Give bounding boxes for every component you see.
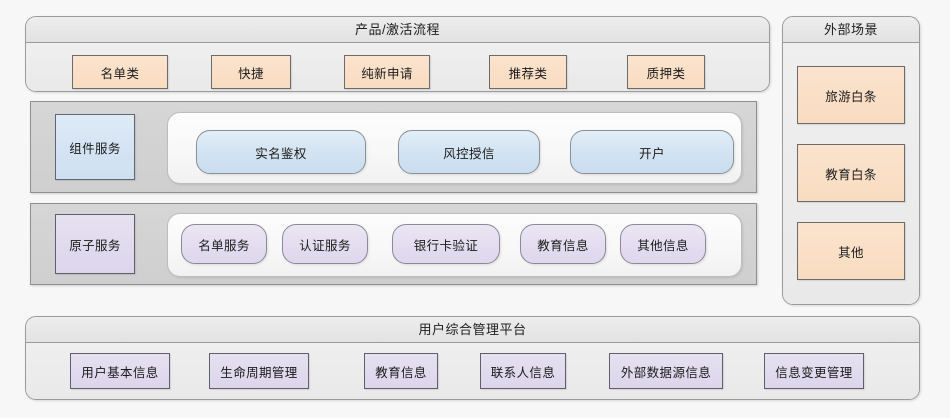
user-platform-item-label: 用户基本信息: [81, 365, 159, 380]
atomic-service-item-label: 教育信息: [537, 238, 589, 253]
user-platform-item-label: 信息变更管理: [775, 365, 853, 380]
user-platform-item-yonghujibenxinxi[interactable]: 用户基本信息: [70, 353, 170, 389]
external-scene-item-lvyoubaitiao[interactable]: 旅游白条: [797, 66, 905, 124]
user-platform-item-label: 教育信息: [375, 365, 427, 380]
product-item-zhiyalei[interactable]: 质押类: [627, 55, 705, 89]
product-activation-panel-title: 产品/激活流程: [26, 17, 769, 43]
user-platform-item-shengmingzhouqiguanli[interactable]: 生命周期管理: [209, 353, 309, 389]
user-platform-item-label: 联系人信息: [490, 365, 556, 380]
component-service-label: 组件服务: [69, 141, 121, 156]
product-item-label: 质押类: [646, 66, 686, 81]
user-platform-item-label: 生命周期管理: [220, 365, 298, 380]
external-scene-item-jiaoyubaitiao[interactable]: 教育白条: [797, 144, 905, 202]
user-platform-item-waibushujuyuanxinxi[interactable]: 外部数据源信息: [609, 353, 723, 389]
external-scene-item-label: 其他: [838, 245, 864, 260]
product-item-kuaijie[interactable]: 快捷: [211, 55, 291, 89]
component-service-item-kaihu[interactable]: 开户: [570, 130, 734, 174]
atomic-service-item-label: 名单服务: [198, 238, 250, 253]
component-service-item-fengkongshouxin[interactable]: 风控授信: [398, 130, 540, 174]
user-platform-item-label: 外部数据源信息: [620, 365, 712, 380]
component-service-label-box: 组件服务: [55, 114, 135, 180]
atomic-service-item-renzhengfuwu[interactable]: 认证服务: [282, 224, 368, 264]
user-platform-item-lianxirenxinxi[interactable]: 联系人信息: [480, 353, 566, 389]
product-item-label: 名单类: [100, 66, 140, 81]
product-item-label: 推荐类: [508, 66, 548, 81]
component-service-item-label: 开户: [639, 146, 665, 161]
atomic-service-item-jiaoyuxinxi[interactable]: 教育信息: [520, 224, 606, 264]
atomic-service-label: 原子服务: [69, 238, 121, 253]
atomic-service-item-mingdanfuwu[interactable]: 名单服务: [181, 224, 267, 264]
component-service-item-label: 风控授信: [443, 146, 495, 161]
external-scene-item-qita[interactable]: 其他: [797, 222, 905, 280]
atomic-service-item-label: 其他信息: [637, 238, 689, 253]
product-item-chunxinshenqing[interactable]: 纯新申请: [344, 55, 430, 89]
user-platform-item-jiaoyuxinxi[interactable]: 教育信息: [364, 353, 438, 389]
external-scene-item-label: 教育白条: [825, 167, 877, 182]
user-platform-panel-title: 用户综合管理平台: [26, 317, 919, 343]
product-item-mingdanlei[interactable]: 名单类: [72, 55, 168, 89]
atomic-service-item-label: 银行卡验证: [413, 238, 479, 253]
product-item-label: 快捷: [238, 66, 264, 81]
user-platform-item-xinxibiangengguanli[interactable]: 信息变更管理: [764, 353, 864, 389]
component-service-item-shimingjianquan[interactable]: 实名鉴权: [196, 130, 366, 174]
external-scene-panel-title: 外部场景: [783, 17, 919, 43]
atomic-service-item-yinhangkayanzheng[interactable]: 银行卡验证: [392, 224, 500, 264]
atomic-service-item-qitaxinxi[interactable]: 其他信息: [620, 224, 706, 264]
product-item-label: 纯新申请: [361, 66, 413, 81]
atomic-service-item-label: 认证服务: [299, 238, 351, 253]
product-item-tuijianlei[interactable]: 推荐类: [489, 55, 567, 89]
component-service-item-label: 实名鉴权: [255, 146, 307, 161]
atomic-service-label-box: 原子服务: [55, 214, 135, 274]
external-scene-item-label: 旅游白条: [825, 89, 877, 104]
